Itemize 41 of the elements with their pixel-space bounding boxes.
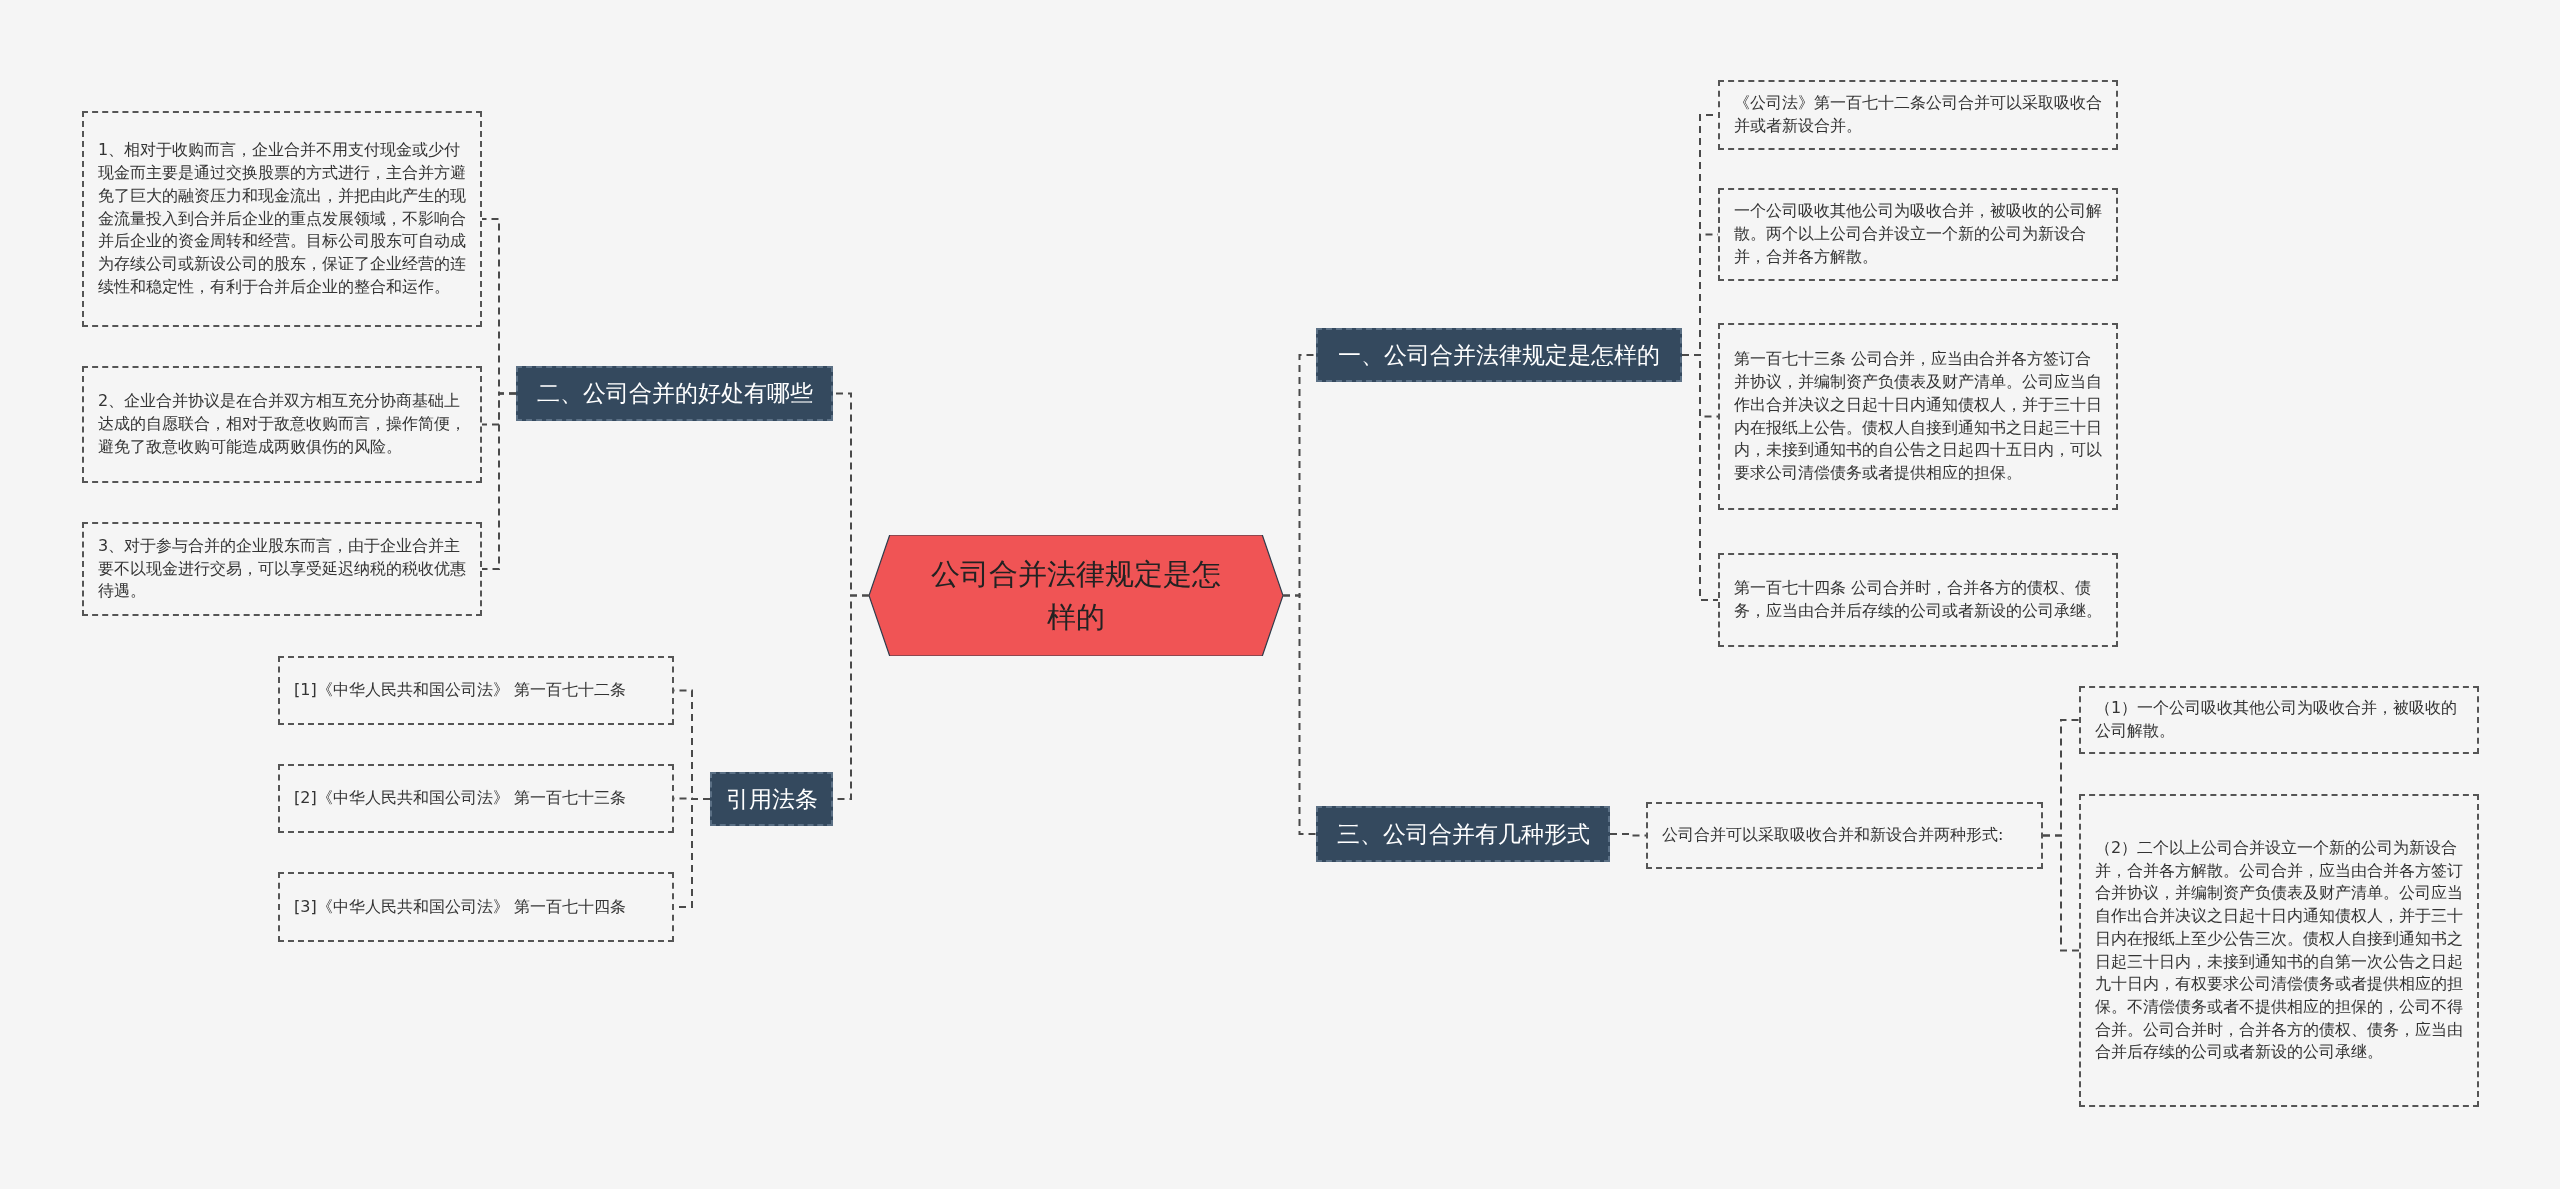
connector-line <box>1282 594 1317 835</box>
note-box <box>278 872 674 942</box>
note-text: 第一百七十三条 公司合并，应当由合并各方签订合并协议，并编制资产负债表及财产清单。公司应当自作出合并决议之日起十日内通知债权人，并于三十日内在报纸上公告。债权人自接到通知书之日起三十日内，未接到通知书的自公告之日起四十五日内，可以要求公司清偿债务或者提供相应的担保。 <box>1734 348 2103 484</box>
note-text: （1）一个公司吸收其他公司为吸收合并，被吸收的公司解散。 <box>2095 697 2459 742</box>
branch-topic <box>710 772 833 826</box>
note-text: 2、企业合并协议是在合并双方相互充分协商基础上达成的自愿联合，相对于敌意收购而言，操作简便，避免了敌意收购可能造成两败俱伤的风险。 <box>98 390 467 458</box>
note-box <box>1718 80 2118 150</box>
note-box <box>82 366 482 483</box>
note-text: [2]《中华人民共和国公司法》 第一百七十三条 <box>294 787 626 810</box>
branch-text: 一、公司合并法律规定是怎样的 <box>1338 340 1660 370</box>
central-topic-hexagon <box>869 535 1283 656</box>
note-text: 公司合并可以采取吸收合并和新设合并两种形式: <box>1662 824 2004 847</box>
note-box <box>1718 553 2118 647</box>
note-box <box>278 656 674 725</box>
branch-topic <box>516 366 833 421</box>
branch-topic <box>1316 806 1610 862</box>
note-text: [1]《中华人民共和国公司法》 第一百七十二条 <box>294 679 626 702</box>
branch-text: 二、公司合并的好处有哪些 <box>536 379 813 408</box>
connector-line <box>481 392 517 570</box>
note-box <box>2079 686 2479 754</box>
topic-text: 公司合并法律规定是怎样的 <box>930 556 1222 636</box>
note-text: 第一百七十四条 公司合并时，合并各方的债权、债务，应当由合并后存续的公司或者新设的公司承继。 <box>1734 577 2103 622</box>
note-box <box>1718 323 2118 510</box>
note-box <box>2079 794 2479 1107</box>
branch-text: 引用法条 <box>725 784 818 814</box>
note-text: 3、对于参与合并的企业股东而言，由于企业合并主要不以现金进行交易，可以享受延迟纳税的税收优惠待遇。 <box>98 534 467 603</box>
note-text: 1、相对于收购而言，企业合并不用支付现金或少付现金而主要是通过交换股票的方式进行，主合并方避免了巨大的融资压力和现金流出，并把由此产生的现金流量投入到合并后企业的重点发展领域，不影响合并后企业的资金周转和经营。目标公司股东可自动成为存续公司或新设公司的股东，保证了企业经营的连续性和稳定性，有利于合并后企业的整合和运作。 <box>98 139 467 298</box>
note-text: 一个公司吸收其他公司为吸收合并，被吸收的公司解散。两个以上公司合并设立一个新的公司为新设合并，合并各方解散。 <box>1734 200 2103 268</box>
note-box <box>1718 188 2118 281</box>
note-text: 《公司法》第一百七十二条公司合并可以采取吸收合并或者新设合并。 <box>1734 92 2103 137</box>
note-box <box>278 764 674 833</box>
connector-line <box>1609 833 1647 837</box>
note-text: （2）二个以上公司合并设立一个新的公司为新设合并，合并各方解散。公司合并，应当由合并各方签订合并协议，并编制资产负债表及财产清单。公司应当自作出合并决议之日起十日内通知债权人，并于三十日内在报纸上至少公告三次。债权人自接到通知书之日起三十日内，未接到通知书的自第一次公告之日起九十日内，有权要求公司清偿债务或者提供相应的担保。不清偿债务或者不提供相应的担保的，公司不得合并。公司合并时，合并各方的债权、债务，应当由合并后存续的公司或者新设的公司承继。 <box>2095 836 2464 1064</box>
branch-text: 三、公司合并有几种形式 <box>1336 819 1590 849</box>
note-box <box>1646 802 2043 869</box>
connector-line <box>2042 834 2080 952</box>
note-box <box>82 111 482 327</box>
branch-topic <box>1316 328 1682 382</box>
note-box <box>82 522 482 616</box>
connector-line <box>1681 354 1719 601</box>
note-text: [3]《中华人民共和国公司法》 第一百七十四条 <box>294 895 626 918</box>
